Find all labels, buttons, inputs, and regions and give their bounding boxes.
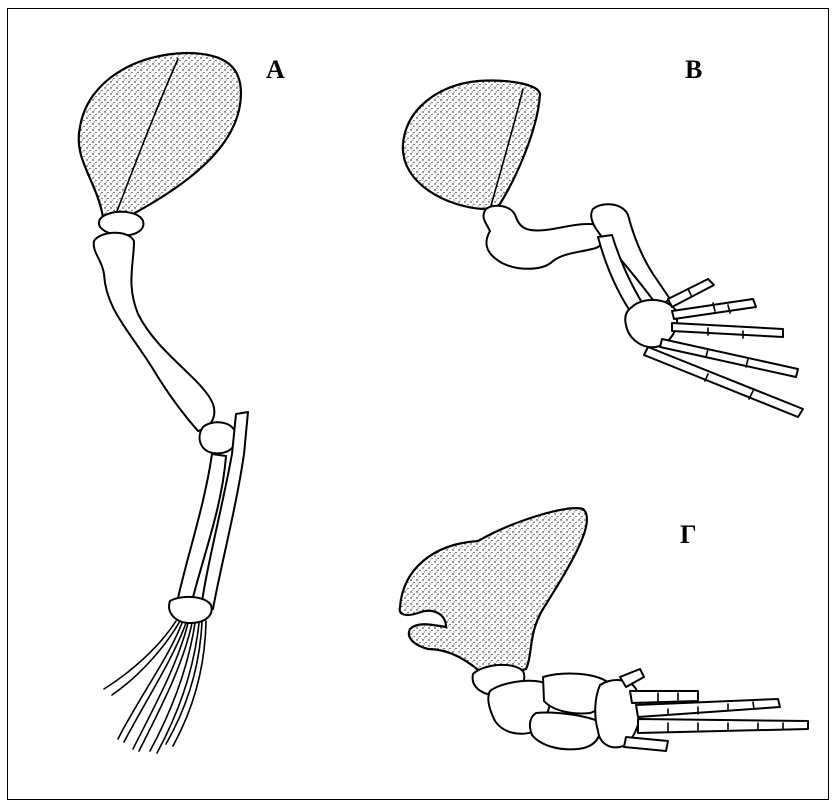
limb-b-humerus bbox=[483, 206, 604, 269]
limb-a-humerus bbox=[94, 233, 215, 431]
limb-g-forearm-lower bbox=[530, 712, 600, 749]
limb-b-digits bbox=[644, 279, 803, 417]
limb-b bbox=[403, 81, 803, 417]
limb-g bbox=[400, 508, 808, 751]
panel-label-g: Г bbox=[680, 522, 697, 548]
limb-a-elbow bbox=[200, 422, 237, 453]
figure-frame: A B Г bbox=[7, 8, 829, 800]
limb-a-carpals bbox=[169, 597, 212, 623]
limb-a-shoulder-joint bbox=[99, 212, 143, 236]
limb-a-scapula bbox=[79, 53, 241, 217]
limb-a-digits bbox=[104, 621, 206, 753]
panel-label-a: A bbox=[266, 57, 285, 83]
limb-illustrations bbox=[8, 9, 830, 801]
limb-g-digits bbox=[620, 669, 808, 751]
panel-label-b: B bbox=[685, 57, 702, 83]
limb-g-scapula bbox=[400, 508, 587, 679]
limb-a bbox=[79, 53, 248, 753]
